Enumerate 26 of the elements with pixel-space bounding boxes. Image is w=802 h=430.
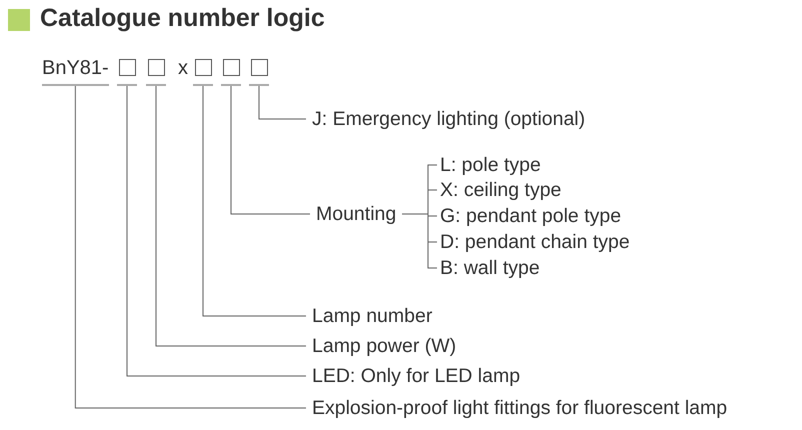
description-text: D: pendant chain type [440,230,630,254]
description-text: X: ceiling type [440,178,562,202]
leader-line [258,86,306,120]
diagram-title: Catalogue number logic [40,4,325,33]
leader-line [126,86,306,376]
description-text: Lamp number [312,304,432,328]
leader-line [74,86,306,408]
leader-line [402,214,438,268]
leader-line [156,86,306,346]
description-text: Lamp power (W) [312,334,456,358]
code-prefix: BnY81- [42,56,109,86]
leader-line [202,86,306,316]
code-box [146,56,166,86]
code-box [249,56,269,86]
description-text: J: Emergency lighting (optional) [312,107,586,131]
code-separator: x [178,56,188,80]
category-label: Mounting [316,202,396,226]
description-text: B: wall type [440,256,540,280]
code-box [193,56,213,86]
code-box [221,56,241,86]
code-box [117,56,137,86]
description-text: Explosion-proof light fittings for fluorescent lamp [312,396,728,420]
description-text: G: pendant pole type [440,204,622,228]
description-text: LED: Only for LED lamp [312,364,520,388]
leader-line [230,86,310,214]
description-text: L: pole type [440,153,541,177]
